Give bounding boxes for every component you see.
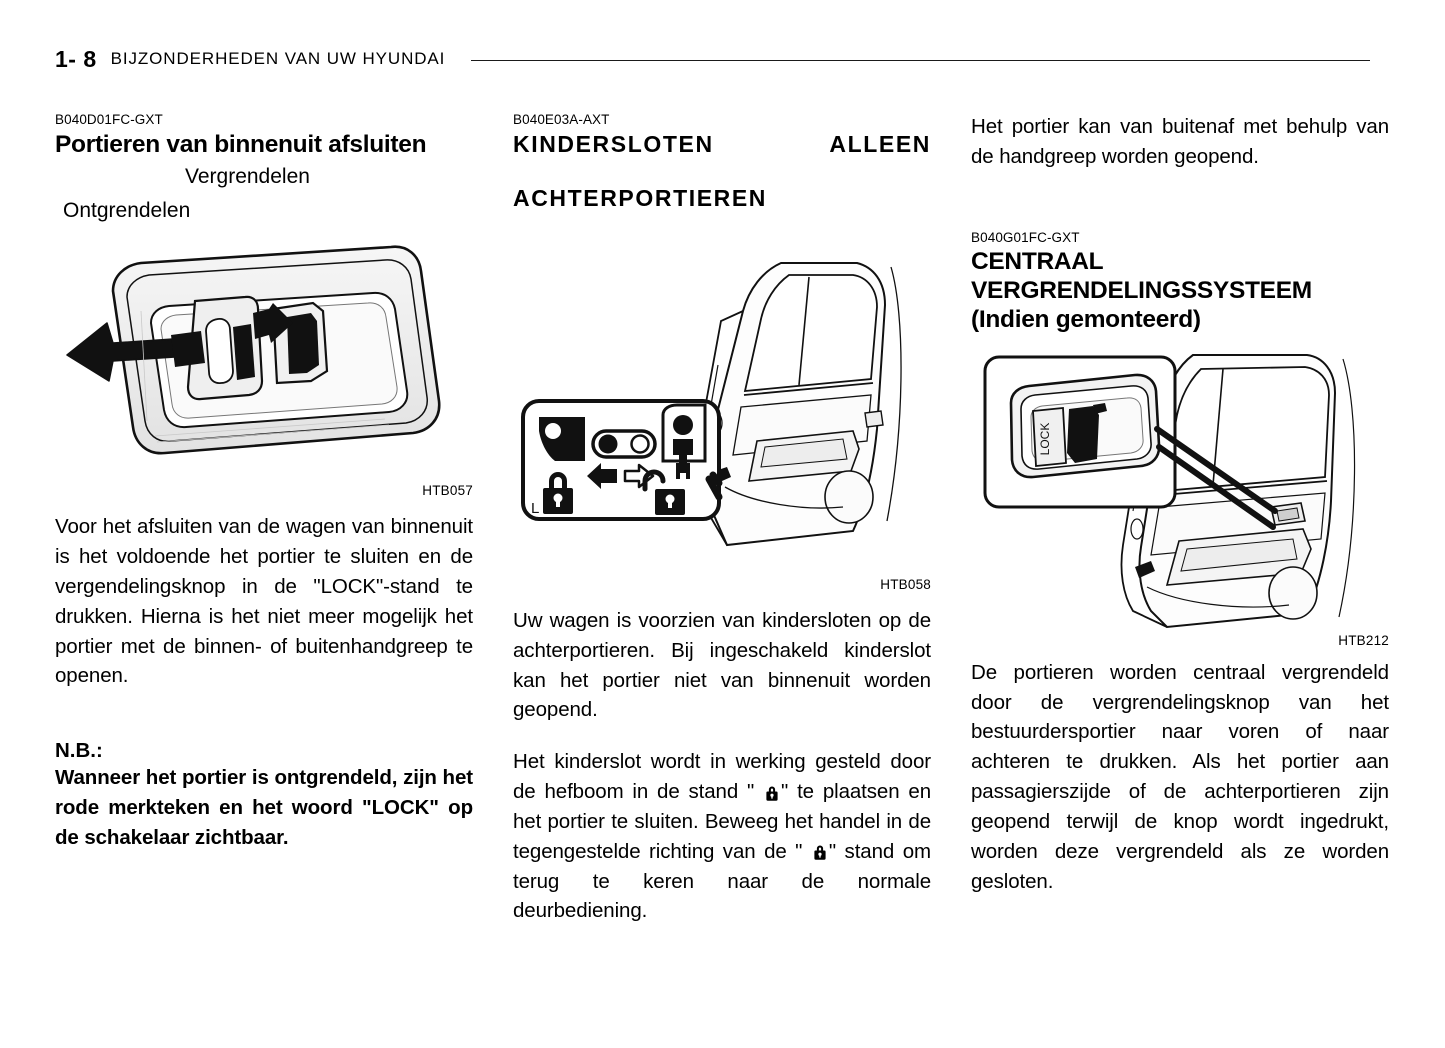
- lock-closed-icon-1: [764, 784, 780, 801]
- handle-closeup-inset: LOCK: [983, 355, 1177, 509]
- paragraph-middle-2: Het kinderslot wordt in werking gesteld …: [513, 747, 931, 926]
- label-vergrendelen: Vergrendelen: [185, 165, 310, 189]
- placard-lock-open-icon: [642, 469, 685, 516]
- figure-htb057: Vergrendelen Ontgrendelen: [55, 165, 473, 481]
- placard-child-icon: [661, 403, 707, 480]
- paragraph-middle-2-part2: " te plaatsen en het portier te sluiten.…: [513, 780, 931, 863]
- paragraph-middle-1: Uw wagen is voorzien van kindersloten op…: [513, 609, 931, 722]
- section-title-right-line3: (Indien gemonteerd): [971, 305, 1201, 333]
- paragraph-right-1: De portieren worden centraal vergrendeld…: [971, 660, 1389, 893]
- header-rule: [471, 59, 1370, 61]
- figure-code-htb212: HTB212: [1338, 632, 1389, 648]
- label-ontgrendelen: Ontgrendelen: [63, 199, 191, 223]
- lock-knob-label: LOCK: [1038, 423, 1052, 456]
- section-title-middle: KINDERSLOTEN ALLEEN ACHTERPORTIEREN: [513, 131, 931, 240]
- column-left: B040D01FC-GXT Portieren van binnenuit af…: [55, 112, 473, 926]
- doc-code-right: B040G01FC-GXT: [971, 229, 1080, 245]
- lock-closed-icon-2: [812, 843, 828, 860]
- paragraph-right-0: Het portier kan van buitenaf met behulp …: [971, 115, 1389, 168]
- door-handle-illustration: [66, 245, 441, 455]
- rear-door-childlock-illustration: L: [521, 262, 902, 547]
- doc-code-middle: B040E03A-AXT: [513, 112, 610, 127]
- page-header: 1- 8 BIJZONDERHEDEN VAN UW HYUNDAI: [55, 42, 1370, 76]
- figure-code-htb058: HTB058: [880, 577, 931, 593]
- doc-code-left: B040D01FC-GXT: [55, 112, 163, 127]
- note-label: N.B.:: [55, 739, 103, 763]
- section-title-left: Portieren van binnenuit afsluiten: [55, 130, 427, 158]
- paragraph-middle-2-part3: " stand om terug te keren naar de normal…: [513, 839, 931, 923]
- childlock-placard: L: [521, 399, 721, 522]
- section-title-right-line2: VERGRENDELINGSSYSTEEM: [971, 277, 1312, 305]
- figure-htb058: L: [513, 245, 931, 575]
- note-spacer: [55, 713, 473, 739]
- section-title-right: CENTRAAL VERGRENDELINGSSYSTEEM (Indien g…: [971, 248, 1389, 335]
- right-spacer: [971, 194, 1389, 230]
- column-right: Het portier kan van buitenaf met behulp …: [971, 112, 1389, 926]
- figure-code-htb057: HTB057: [422, 483, 473, 499]
- section-title-middle-line2: ACHTERPORTIEREN: [513, 184, 768, 211]
- figure-labels: Vergrendelen Ontgrendelen: [55, 165, 473, 231]
- paragraph-middle-2-part1: Het kinderslot wordt in werking gesteld …: [513, 750, 931, 804]
- content-columns: B040D01FC-GXT Portieren van binnenuit af…: [55, 112, 1390, 926]
- paragraph-left-1: Voor het afsluiten van de wagen van binn…: [55, 515, 473, 688]
- section-title-middle-line1: KINDERSLOTEN ALLEEN: [513, 130, 931, 157]
- central-locking-illustration: LOCK: [983, 353, 1356, 628]
- note-text: Wanneer het portier is ontgrendeld, zijn…: [55, 766, 473, 849]
- figure-htb212: LOCK: [971, 341, 1389, 631]
- section-title-right-line1: CENTRAAL: [971, 248, 1104, 276]
- column-middle: B040E03A-AXT KINDERSLOTEN ALLEEN ACHTERP…: [513, 112, 931, 926]
- placard-lock-closed-icon: [543, 472, 573, 515]
- placard-letter-l: L: [531, 500, 539, 517]
- header-title: BIJZONDERHEDEN VAN UW HYUNDAI: [110, 49, 446, 68]
- page-number: 1- 8: [55, 45, 97, 72]
